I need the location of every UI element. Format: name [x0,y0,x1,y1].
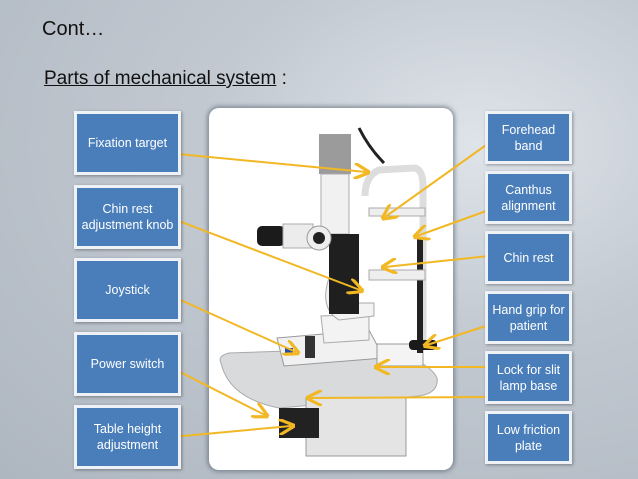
arrow-table-height [171,426,291,438]
arrow-chin-rest-knob [170,217,360,290]
arrow-hand-grip [427,324,490,345]
label-forehead-band: Forehead band [485,111,572,164]
slit-lamp-image [209,108,453,470]
slit-lamp-illustration [219,127,438,457]
subtitle-text: Parts of mechanical system [44,68,277,89]
arrow-fixation-target [166,152,366,172]
arrow-canthus [417,209,490,236]
subtitle-colon: : [276,68,287,89]
label-low-friction-plate: Low friction plate [485,411,572,464]
label-fixation-target: Fixation target [74,111,181,175]
slide-title: Cont… [42,18,105,40]
arrow-chin-rest [385,255,490,267]
label-chin-rest-adjustment-knob: Chin rest adjustment knob [74,185,181,249]
label-hand-grip: Hand grip for patient [485,291,572,344]
label-lock-slit-lamp-base: Lock for slit lamp base [485,351,572,404]
arrow-low-friction [310,397,490,398]
arrow-joystick [164,292,296,352]
label-table-height-adjustment: Table height adjustment [74,405,181,469]
arrow-forehead-band [385,142,490,217]
label-joystick: Joystick [74,258,181,322]
label-power-switch: Power switch [74,332,181,396]
slide-subtitle: Parts of mechanical system : [44,68,287,90]
arrow-power-switch [175,369,265,415]
label-canthus-alignment: Canthus alignment [485,171,572,224]
label-chin-rest: Chin rest [485,231,572,284]
